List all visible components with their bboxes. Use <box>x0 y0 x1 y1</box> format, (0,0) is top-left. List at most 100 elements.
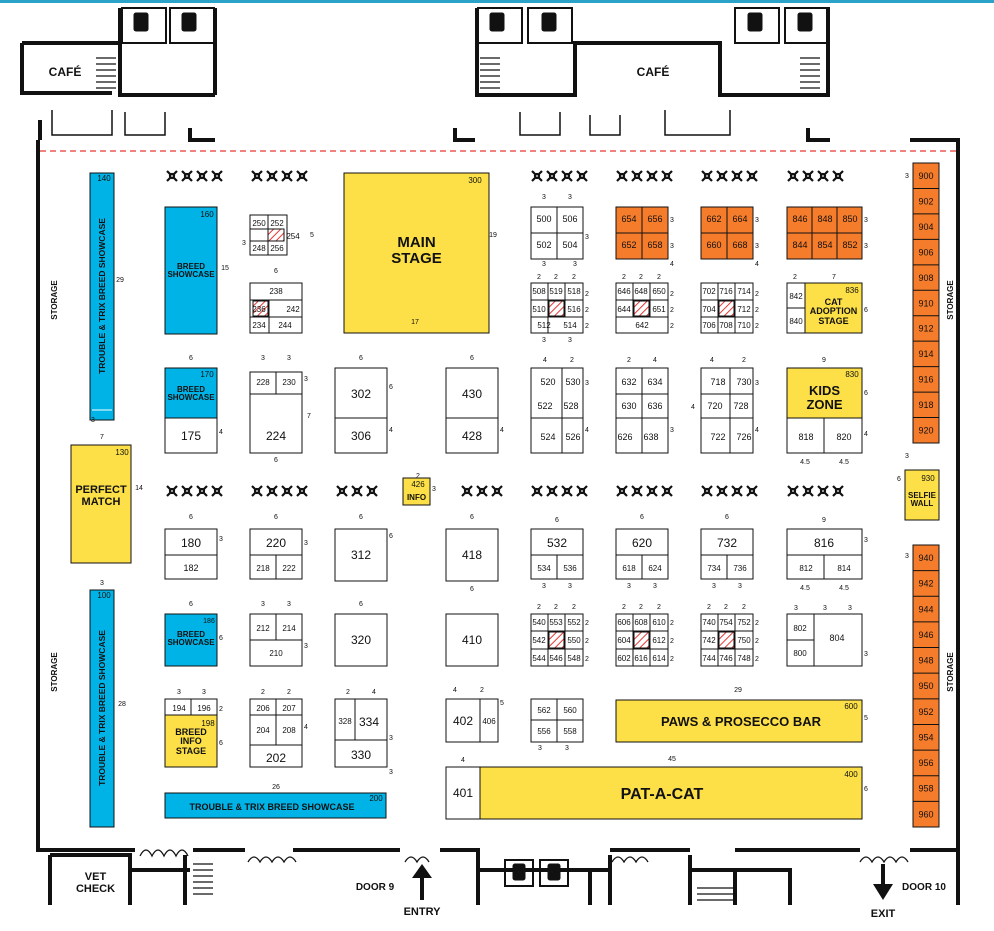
trouble-trix-200-label: TROUBLE & TRIX BREED SHOWCASE <box>189 802 354 812</box>
breed-showcase-186-label: BREED SHOWCASE <box>167 630 215 648</box>
booth-816: 816 <box>814 536 834 550</box>
breed-showcase-160-area[interactable] <box>164 206 218 335</box>
booth-660: 660 <box>706 240 721 250</box>
booth-208: 208 <box>282 726 296 735</box>
cluster-x-icon <box>548 487 556 495</box>
dimension-d2: 2 <box>346 689 350 696</box>
dimension-d2: 2 <box>537 604 541 611</box>
dimension-d3: 3 <box>542 261 546 268</box>
dimension-d3: 3 <box>848 605 852 612</box>
booth-946: 946 <box>918 630 933 640</box>
booth-530: 530 <box>565 377 580 387</box>
dimension-d6: 6 <box>274 268 278 275</box>
booth-904: 904 <box>918 222 933 232</box>
dimension-d3: 3 <box>177 689 181 696</box>
booth-716: 716 <box>719 287 733 296</box>
booth-954: 954 <box>918 732 933 742</box>
feature-number-perfect_match: 130 <box>115 448 129 457</box>
booth-754: 754 <box>719 618 733 627</box>
dimension-d3: 3 <box>712 583 716 590</box>
dimension-d4_5: 4.5 <box>839 585 849 592</box>
dimension-d2: 2 <box>657 604 661 611</box>
booth-906: 906 <box>918 247 933 257</box>
cluster-x-icon <box>533 487 541 495</box>
dimension-d3: 3 <box>905 453 909 460</box>
booth-306: 306 <box>351 429 371 443</box>
dimension-d6: 6 <box>389 533 393 540</box>
info-area[interactable] <box>402 477 431 506</box>
main-stage-area[interactable] <box>343 172 490 334</box>
dimension-d6: 6 <box>219 635 223 642</box>
pat-a-cat-area[interactable] <box>479 766 863 820</box>
main-stage-label: MAIN STAGE <box>391 234 442 267</box>
breed-showcase-170-label: BREED SHOWCASE <box>167 385 215 403</box>
dimension-d3: 3 <box>568 194 572 201</box>
dimension-d3: 3 <box>389 735 393 742</box>
booth-610: 610 <box>652 618 666 627</box>
booth-562: 562 <box>537 706 551 715</box>
booth-212: 212 <box>256 624 270 633</box>
dimension-d2: 2 <box>219 706 223 713</box>
booth-744: 744 <box>702 654 716 663</box>
dimension-d29: 29 <box>734 687 742 694</box>
booth-718: 718 <box>710 377 725 387</box>
booth-734: 734 <box>707 564 721 573</box>
booth-708: 708 <box>719 321 733 330</box>
booth-616: 616 <box>634 654 648 663</box>
dimension-d6: 6 <box>470 514 474 521</box>
trouble-trix-140-area[interactable] <box>89 172 115 421</box>
dimension-d7: 7 <box>832 274 836 281</box>
cat-adoption-stage-area[interactable] <box>804 282 863 334</box>
booth-522: 522 <box>537 401 552 411</box>
cluster-x-icon <box>819 172 827 180</box>
booth-908: 908 <box>918 273 933 283</box>
dimension-d2: 2 <box>554 274 558 281</box>
dimension-d2: 2 <box>755 656 759 663</box>
booth-512: 512 <box>537 321 551 330</box>
trouble-trix-100-area[interactable] <box>89 589 115 828</box>
dimension-d3: 3 <box>864 243 868 250</box>
trouble-trix-200-area[interactable] <box>164 792 387 819</box>
booth-742: 742 <box>702 636 716 645</box>
booth-846: 846 <box>792 214 807 224</box>
cafe-left-label: CAFÉ <box>49 64 82 79</box>
breed-info-stage-area[interactable] <box>164 714 218 768</box>
booth-542: 542 <box>532 636 546 645</box>
booth-504: 504 <box>562 240 577 250</box>
storage-right-top: STORAGE <box>946 280 955 320</box>
cafe-right-label: CAFÉ <box>637 64 670 79</box>
dimension-d3: 3 <box>287 601 291 608</box>
dimension-d6: 6 <box>219 740 223 747</box>
orange-column-dividers <box>913 187 939 802</box>
dimension-d3: 3 <box>573 261 577 268</box>
dimension-d2: 2 <box>755 323 759 330</box>
booth-664: 664 <box>732 214 747 224</box>
dimension-d6: 6 <box>555 517 559 524</box>
dimension-d2: 2 <box>585 323 589 330</box>
cluster-x-icon <box>703 172 711 180</box>
cluster-x-icon <box>819 487 827 495</box>
booth-620: 620 <box>632 536 652 550</box>
dimension-d2: 2 <box>742 357 746 364</box>
booth-800: 800 <box>793 649 807 658</box>
storage-right-bottom: STORAGE <box>946 652 955 692</box>
dimension-d3: 3 <box>670 427 674 434</box>
perfect-match-area[interactable] <box>70 444 132 564</box>
booth-526: 526 <box>565 432 580 442</box>
stairs <box>96 57 820 901</box>
entry-label: ENTRY <box>404 906 442 918</box>
dimension-d3: 3 <box>864 217 868 224</box>
breed-showcase-170-area[interactable] <box>164 367 218 419</box>
cluster-x-icon <box>198 487 206 495</box>
booth-748: 748 <box>737 654 751 663</box>
booth-802: 802 <box>793 624 807 633</box>
breed-showcase-186-area[interactable] <box>164 613 218 667</box>
booth-220: 220 <box>266 536 286 550</box>
paws-prosecco-area[interactable] <box>615 699 863 743</box>
dimension-d15: 15 <box>221 265 229 272</box>
selfie-wall-area[interactable] <box>904 469 940 521</box>
booth-556: 556 <box>537 727 551 736</box>
dimension-d45: 45 <box>668 756 676 763</box>
booth-248: 248 <box>252 244 266 253</box>
cluster-x-icon <box>663 487 671 495</box>
